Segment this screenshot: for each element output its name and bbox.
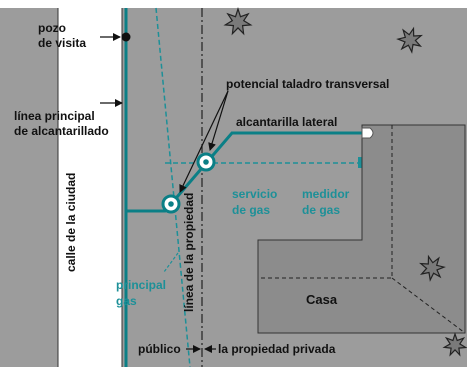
cross-bore-label: potencial taladro transversal: [226, 77, 389, 91]
cross-bore-center: [203, 159, 209, 165]
main-sewer-label: línea principal de alcantarillado: [14, 109, 109, 138]
lateral-sewer-pipe: [126, 131, 362, 213]
gas-meter: [358, 157, 364, 168]
house: [257, 124, 466, 334]
manhole-dot: [121, 32, 131, 42]
lateral-sewer-label: alcantarilla lateral: [236, 115, 337, 129]
gas-main-label: principal gas: [116, 278, 169, 308]
city-street-label: calle de la ciudad: [64, 173, 78, 272]
house-inner-line: [258, 125, 393, 279]
star-icon: [396, 26, 423, 54]
star-icon: [442, 332, 467, 357]
gas-meter-label: medidor de gas: [302, 187, 353, 217]
top-border: [0, 0, 467, 8]
manhole-label: pozo de visita: [38, 21, 86, 50]
cross-bore-arrow: [208, 90, 229, 151]
city-street: [58, 8, 122, 367]
public-label: público: [138, 342, 181, 356]
star-icon: [223, 7, 253, 36]
property-line-label: línea de la propiedad: [182, 193, 196, 312]
cleanout-cap: [361, 127, 374, 139]
house-label: Casa: [306, 292, 338, 307]
gas-main-line: [155, 7, 191, 367]
cross-bore-center: [168, 201, 174, 207]
star-icon: [419, 254, 446, 282]
cross-bore-arrow: [179, 90, 229, 193]
gas-main-pointer: [163, 252, 179, 273]
private-label: la propiedad privada: [218, 342, 336, 356]
house-diagonal: [391, 277, 466, 334]
gas-service-label: servicio de gas: [232, 187, 281, 217]
